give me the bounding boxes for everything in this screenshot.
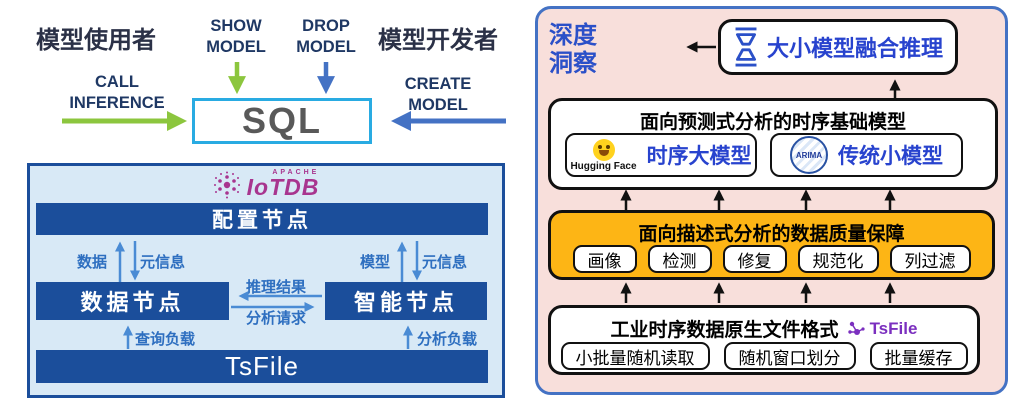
analysis-load-label: 分析负载	[417, 331, 478, 348]
small-model-badge: ARIMA 传统小模型	[770, 133, 963, 177]
model-developer-label: 模型开发者	[378, 27, 498, 54]
config-node-bar: 配置节点	[36, 203, 488, 235]
iotdb-burst-icon	[213, 171, 240, 199]
hugging-face-label: Hugging Face	[570, 160, 637, 172]
insight-panel: 深度洞察 大小模型融合推理 面向预测式分析的时序基础模型	[535, 6, 1008, 395]
analysis-request-label: 分析请求	[245, 310, 306, 327]
chip-minibatch-read: 小批量随机读取	[560, 342, 710, 370]
chip-repair: 修复	[722, 245, 787, 273]
hf-face-icon	[592, 138, 615, 161]
model-user-label: 模型使用者	[36, 27, 156, 54]
foundation-box-title: 面向预测式分析的时序基础模型	[639, 112, 906, 133]
hf-eyes	[597, 144, 602, 149]
sql-box: SQL	[192, 98, 372, 144]
model-flow-label: 模型	[359, 254, 390, 271]
iotdb-logo-text: APACHE IoTDB	[247, 169, 320, 201]
query-load-label: 查询负载	[135, 331, 196, 348]
tsfile-bar: TsFile	[36, 350, 488, 383]
create-model-label: CREATE MODEL	[404, 75, 472, 114]
data-quality-box: 面向描述式分析的数据质量保障 画像 检测 修复 规范化 列过滤	[548, 210, 995, 280]
quality-chip-row: 画像 检测 修复 规范化 列过滤	[551, 245, 992, 273]
ai-node-box: 智能节点	[325, 282, 487, 320]
model-fusion-icon	[735, 27, 757, 67]
chip-column-filter: 列过滤	[889, 245, 971, 273]
large-model-label: 时序大模型	[646, 145, 752, 168]
tsfile-bar-label: TsFile	[225, 351, 299, 381]
tsfile-logo: TsFile	[847, 318, 918, 339]
foundation-model-box: 面向预测式分析的时序基础模型 Hugging Face 时序大模型 ARIMA …	[548, 98, 998, 190]
chip-detect: 检测	[647, 245, 712, 273]
call-inference-label: CALL INFERENCE	[69, 73, 165, 112]
chip-profile: 画像	[572, 245, 637, 273]
fusion-label: 大小模型融合推理	[766, 36, 943, 61]
inference-result-label: 推理结果	[245, 279, 306, 296]
config-node-label: 配置节点	[212, 209, 312, 232]
sql-label: SQL	[241, 100, 322, 141]
data-flow-label: 数据	[76, 254, 107, 271]
format-chip-row: 小批量随机读取 随机窗口划分 批量缓存	[551, 342, 977, 370]
fusion-inference-box: 大小模型融合推理	[718, 19, 958, 75]
data-node-box: 数据节点	[36, 282, 229, 320]
chip-normalize: 规范化	[797, 245, 879, 273]
iotdb-logo: APACHE IoTDB	[30, 168, 502, 202]
data-node-label: 数据节点	[80, 290, 185, 315]
apache-label: APACHE	[272, 169, 320, 176]
meta-flow-label-right: 元信息	[422, 254, 468, 271]
show-model-label: SHOW MODEL	[206, 17, 266, 56]
chip-batch-cache: 批量缓存	[869, 342, 968, 370]
tsfile-molecule-icon	[847, 321, 865, 335]
iotdb-panel: APACHE IoTDB 配置节点 数据 元信息 模型 元信息 数据节点 智能节…	[27, 163, 505, 398]
large-model-badge: Hugging Face 时序大模型	[565, 133, 757, 177]
tsfile-logo-label: TsFile	[869, 318, 918, 338]
small-model-label: 传统小模型	[838, 145, 943, 168]
meta-flow-label-left: 元信息	[140, 254, 186, 271]
ai-node-label: 智能节点	[353, 290, 458, 315]
format-box-title-row: 工业时序数据原生文件格式 TsFile	[551, 315, 977, 342]
file-format-box: 工业时序数据原生文件格式 TsFile 小批量随机读取 随机窗口划分	[548, 305, 980, 375]
format-box-title: 工业时序数据原生文件格式	[610, 320, 839, 341]
chip-random-window: 随机窗口划分	[723, 342, 856, 370]
iotdb-name-label: IoTDB	[246, 174, 320, 200]
deep-insight-label: 深度洞察	[549, 22, 597, 77]
drop-model-label: DROP MODEL	[296, 17, 356, 56]
quality-box-title: 面向描述式分析的数据质量保障	[638, 224, 905, 245]
hf-mouth	[598, 149, 609, 156]
arima-icon: ARIMA	[790, 136, 828, 174]
hugging-face-icon: Hugging Face	[570, 138, 637, 172]
